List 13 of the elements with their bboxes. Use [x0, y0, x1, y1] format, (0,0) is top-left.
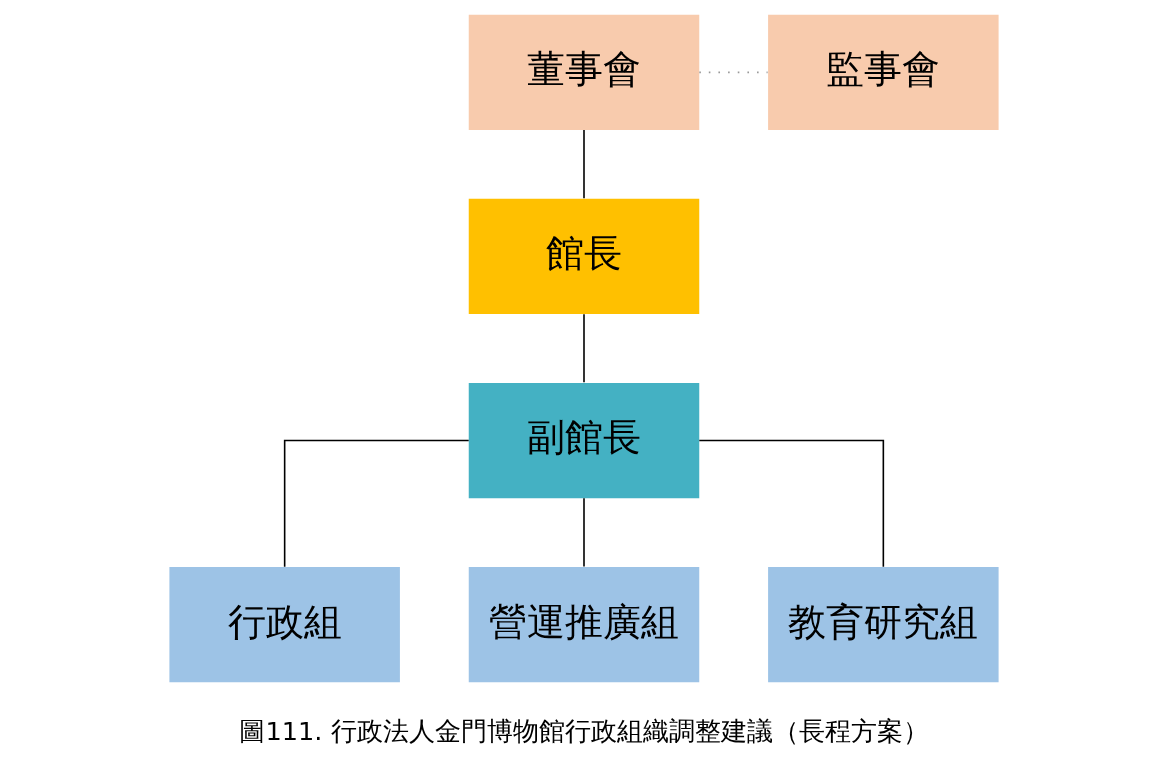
node-box: 行政組 [168, 567, 400, 683]
node-box: 監事會 [767, 14, 999, 130]
connector [582, 313, 585, 384]
connector [582, 129, 585, 200]
node-box: 董事會 [468, 14, 699, 130]
node-box: 營運推廣組 [468, 567, 699, 683]
caption: 圖111. 行政法人金門博物館行政組織調整建議（長程方案） [238, 715, 929, 746]
connector [582, 497, 585, 568]
node-box: 副館長 [468, 382, 699, 499]
node-box: 教育研究組 [767, 567, 999, 683]
connector [283, 439, 469, 568]
node-box: 館長 [468, 198, 699, 315]
connector [698, 439, 884, 568]
